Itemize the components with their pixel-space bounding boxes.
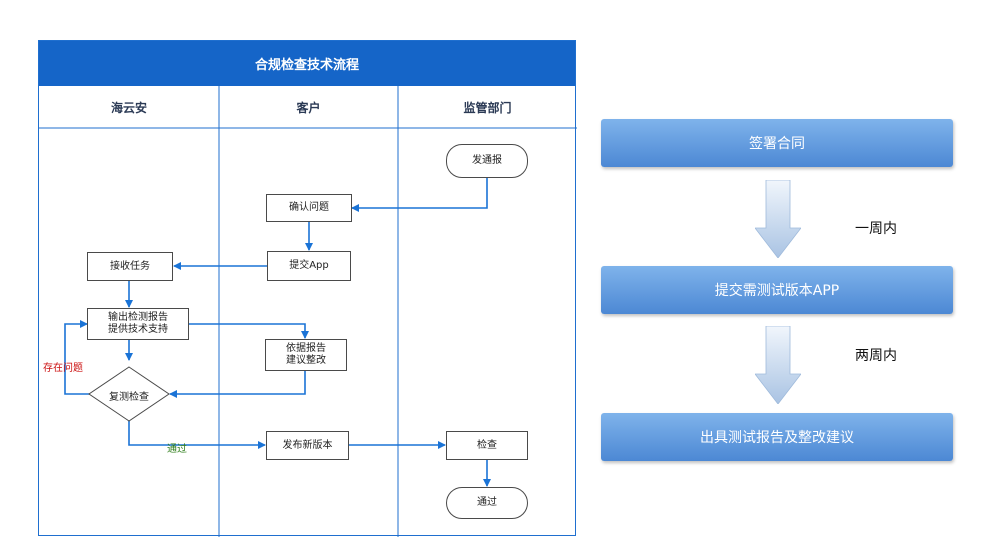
node-recheck-label: 复测检查 — [109, 392, 149, 403]
edge-label-issue: 存在问题 — [43, 363, 83, 374]
lane-header-haiyunan: 海云安 — [110, 100, 147, 115]
step-sign-contract: 签署合同 — [601, 119, 953, 167]
node-rectify-line1: 依据报告 — [286, 343, 326, 354]
node-pass: 通过 — [446, 487, 528, 519]
node-output-report-line2: 提供技术支持 — [108, 324, 168, 335]
node-inspect: 检查 — [446, 431, 528, 460]
node-confirm-issue: 确认问题 — [266, 194, 352, 222]
swimlane-diagram: 合规检查技术流程 — [38, 40, 577, 537]
node-output-report: 输出检测报告 提供技术支持 — [87, 308, 189, 340]
node-receive-task: 接收任务 — [87, 252, 173, 281]
duration-two-weeks: 两周内 — [855, 348, 897, 364]
duration-one-week: 一周内 — [855, 221, 897, 237]
recheck-diamond — [88, 366, 170, 422]
node-release-version: 发布新版本 — [266, 431, 349, 460]
node-output-report-line1: 输出检测报告 — [108, 312, 168, 323]
node-submit-app: 提交App — [267, 251, 351, 281]
node-report-notice: 发通报 — [446, 144, 528, 178]
lane-header-regulator: 监管部门 — [463, 100, 512, 115]
edge-label-pass: 通过 — [167, 444, 187, 455]
down-arrow-2 — [755, 326, 801, 404]
diagram-title: 合规检查技术流程 — [39, 41, 575, 86]
node-rectify-line2: 建议整改 — [286, 355, 326, 366]
flow-connectors — [39, 86, 577, 537]
node-rectify: 依据报告 建议整改 — [265, 339, 347, 371]
step-submit-app: 提交需测试版本APP — [601, 266, 953, 314]
lane-header-customer: 客户 — [296, 100, 321, 115]
step-issue-report: 出具测试报告及整改建议 — [601, 413, 953, 461]
down-arrow-1 — [755, 180, 801, 258]
